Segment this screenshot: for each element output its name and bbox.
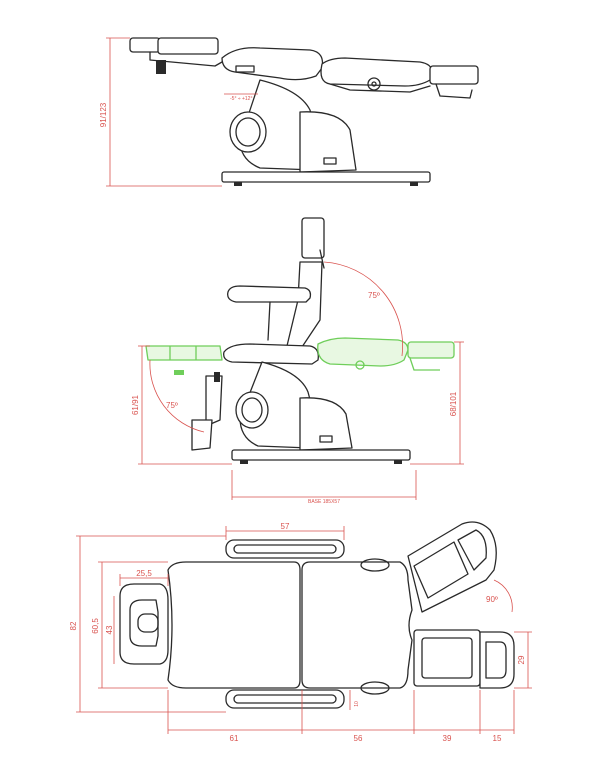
armrest-width-label: 57: [281, 522, 290, 531]
seat-cushion: [221, 47, 324, 81]
base-label: BASE 185X57: [308, 499, 340, 505]
rotated-foot-section: [407, 521, 497, 613]
straight-foot-inner: [421, 637, 473, 679]
top-headrest-hole-inner: [137, 613, 159, 633]
base-foot-right: [410, 182, 418, 186]
reclined-base-switch: [319, 435, 333, 443]
reclined-foot-right: [394, 460, 402, 464]
tilt-label: -5° ÷ +12°: [230, 96, 252, 102]
back-hinge: [319, 249, 325, 269]
alt-foot-frame: [409, 357, 440, 371]
seg-15-label: 15: [493, 734, 502, 743]
top-armrest-lower: [225, 689, 345, 709]
right-height-label: 68/101: [449, 391, 458, 416]
upright-back: [285, 261, 323, 351]
reclined-base-housing: [299, 397, 353, 451]
alt-backrest-flat: [145, 345, 223, 361]
foot-frame: [435, 83, 473, 99]
armrest: [227, 285, 312, 303]
foot-angle-label: 90º: [486, 595, 498, 604]
top-back-cushion: [167, 561, 301, 689]
rotated-foot-seg-1: [413, 541, 469, 599]
lowered-foot-cushion: [191, 419, 213, 451]
base-housing: [299, 111, 357, 173]
upright-headrest: [301, 217, 325, 259]
side-view-flat: 91/123 -5° ÷ +12°: [99, 37, 479, 187]
foot-angle-arc: [493, 579, 513, 613]
foot-width-label: 29: [517, 655, 526, 664]
arm-detail: [235, 65, 255, 73]
head-outer-label: 60,5: [91, 618, 100, 634]
left-height-label: 61/91: [131, 394, 140, 415]
leg-bracket: [214, 372, 220, 382]
base-plate: [221, 171, 431, 183]
alt-knob: [355, 360, 365, 370]
reclined-cylinder: [235, 391, 269, 429]
side-view-reclined: 75º 75º 61/91 68/101 BASE 185X57: [131, 217, 464, 505]
head-bracket: [156, 60, 166, 74]
top-armrest-upper-inner: [233, 544, 337, 554]
overall-width-label: 82: [69, 621, 78, 630]
arm-offset-label: 10: [354, 701, 360, 707]
base-foot-left: [234, 182, 242, 186]
knob: [367, 77, 381, 91]
lift-cylinder-inner: [235, 117, 261, 147]
leg-angle-arc: [149, 359, 205, 433]
reclined-base-plate: [231, 449, 411, 461]
alt-leg-cushion: [317, 337, 409, 367]
back-cushion: [157, 37, 219, 55]
armrest-post: [267, 301, 271, 341]
head-frame: [149, 51, 223, 67]
top-seat-cushion: [301, 561, 413, 689]
head-width-label: 25,5: [136, 569, 152, 578]
back-angle-label: 75º: [368, 291, 380, 300]
rotated-foot-seg-2: [457, 529, 487, 571]
seg-61-label: 61: [230, 734, 239, 743]
back-angle-arc: [323, 261, 403, 357]
top-headrest-hole: [129, 599, 159, 647]
alt-bracket: [174, 370, 184, 375]
leg-frame: [329, 83, 431, 93]
headrest-cushion: [129, 37, 161, 53]
top-armrest-lower-inner: [233, 694, 337, 704]
top-view: 57 25,5 82 60,5 43 29 90º 10: [69, 521, 532, 743]
leg-cushion: [320, 57, 433, 87]
knob-center: [371, 81, 377, 87]
reclined-cylinder-inner: [241, 397, 263, 423]
lowered-leg-cushion: [205, 375, 223, 427]
reclined-seat: [223, 343, 319, 365]
straight-foot-end: [479, 631, 515, 689]
top-armrest-upper: [225, 539, 345, 559]
height-label: 91/123: [99, 102, 108, 127]
base-switch: [323, 157, 337, 165]
top-seat-knob-upper: [360, 558, 390, 572]
top-headrest: [119, 583, 169, 665]
alt-back-segments: [169, 346, 197, 360]
top-seat-knob-lower: [360, 681, 390, 695]
seg-56-label: 56: [354, 734, 363, 743]
leg-angle-label: 75º: [166, 401, 178, 410]
alt-foot-cushion: [407, 341, 455, 359]
seg-39-label: 39: [443, 734, 452, 743]
reclined-foot-left: [240, 460, 248, 464]
head-inner-label: 43: [105, 625, 114, 634]
foot-cushion: [429, 65, 479, 85]
straight-foot-end-inner: [485, 641, 507, 679]
